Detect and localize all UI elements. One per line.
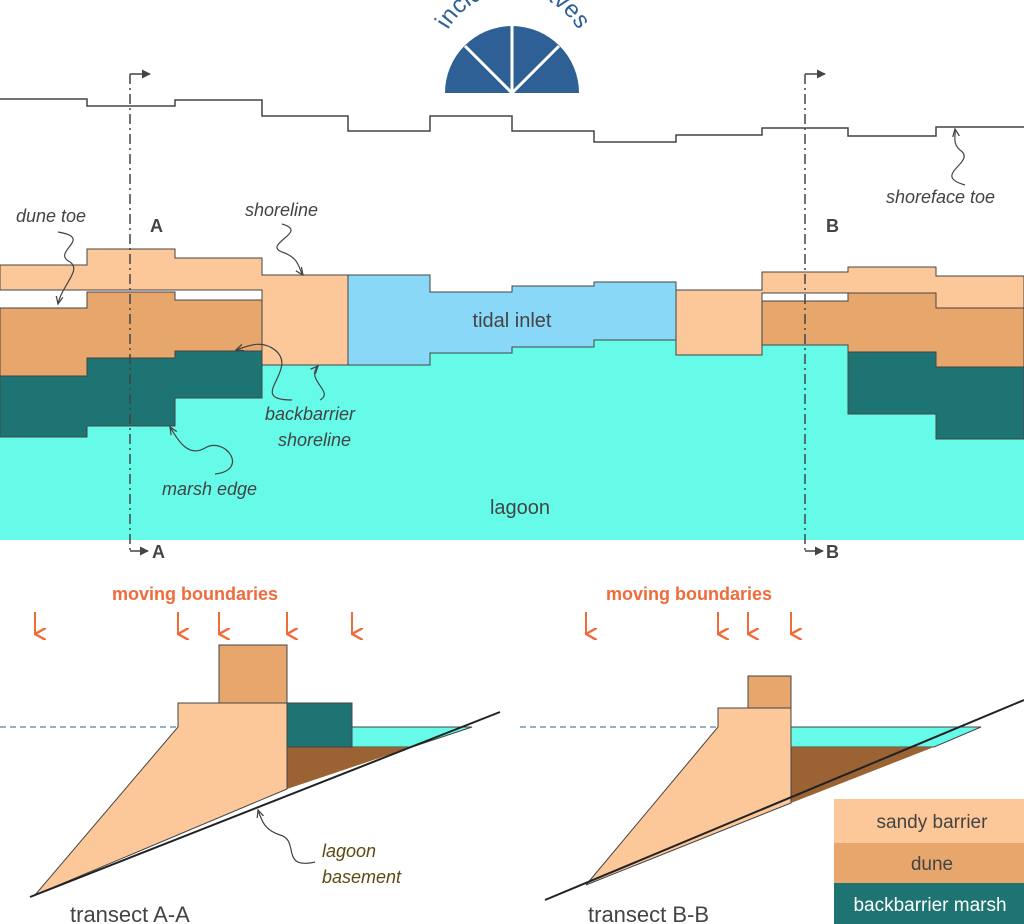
marsh-a	[286, 702, 353, 748]
basement-line-b	[544, 699, 1024, 901]
backbarrier-shoreline-label: backbarrier	[265, 404, 356, 424]
legend: sandy barrier dune backbarrier marsh	[834, 799, 1024, 924]
sandy-barrier-a	[34, 702, 288, 896]
legend-swatch-dune	[834, 843, 1024, 883]
section-a-top-label: A	[150, 216, 163, 236]
section-a-bottom-label: A	[152, 542, 165, 562]
basement-line-a	[29, 711, 501, 898]
section-b-bottom-label: B	[826, 542, 839, 562]
marsh-left	[0, 350, 263, 438]
backbarrier-shoreline-leader	[236, 343, 293, 401]
dune-toe-leader	[58, 231, 75, 304]
dune-b	[747, 675, 792, 709]
transect-a-line	[129, 69, 151, 556]
shoreline-leader	[276, 223, 303, 275]
shoreface-toe-label: shoreface toe	[886, 187, 995, 207]
transect-b-label: transect B-B	[588, 902, 709, 924]
boundary-arrows-right	[586, 612, 791, 634]
lagoon-basement-a	[287, 747, 412, 789]
sandy-barrier-left	[0, 248, 349, 366]
incident-waves-fan	[442, 26, 582, 95]
lagoon-label: lagoon	[490, 497, 550, 519]
shoreface-toe-leader	[951, 129, 966, 186]
moving-boundaries-left-label: moving boundaries	[112, 584, 278, 604]
marsh-right	[847, 351, 1024, 440]
section-b-top-label: B	[826, 216, 839, 236]
legend-swatch-backbarrier-marsh	[834, 883, 1024, 924]
legend-label-sandy-barrier: sandy barrier	[877, 812, 989, 833]
lagoon-basement-label-line2: basement	[322, 867, 402, 887]
backbarrier-shoreline-leader-2	[315, 366, 325, 401]
lagoon-basement-b	[791, 747, 934, 803]
shoreface-toe-line	[0, 98, 1024, 143]
marsh-edge-label: marsh edge	[162, 479, 257, 499]
boundary-arrows-left	[35, 612, 352, 634]
marsh-edge-leader	[170, 427, 234, 475]
dune-a	[218, 644, 288, 704]
legend-swatch-sandy-barrier	[834, 799, 1024, 843]
moving-boundaries-right-label: moving boundaries	[606, 584, 772, 604]
lagoon-basement-label: lagoon	[322, 841, 376, 861]
lagoon-basement-leader	[258, 810, 316, 864]
dune-toe-label: dune toe	[16, 206, 86, 226]
sandy-barrier-b	[585, 707, 792, 886]
transect-a-label: transect A-A	[70, 902, 190, 924]
transect-b-line	[804, 69, 826, 556]
legend-label-backbarrier-marsh: backbarrier marsh	[853, 895, 1006, 916]
shoreline-label: shoreline	[245, 200, 318, 220]
dune-right	[761, 292, 1024, 368]
backbarrier-shoreline-label-line2: shoreline	[278, 430, 351, 450]
legend-label-dune: dune	[911, 854, 953, 875]
tidal-inlet-label: tidal inlet	[473, 310, 552, 332]
